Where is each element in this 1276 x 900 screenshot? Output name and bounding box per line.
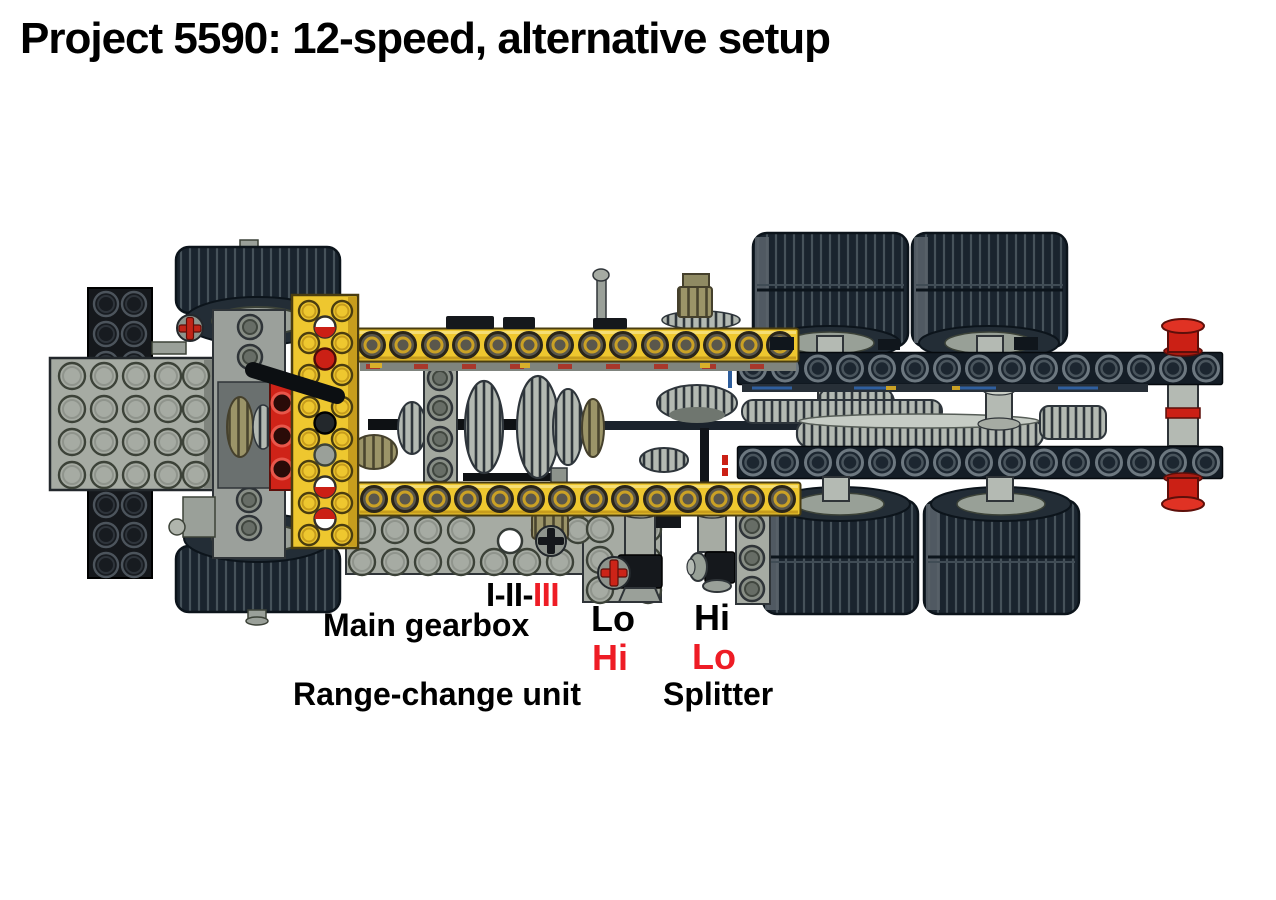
rear-axle-pulley-top <box>1161 318 1205 357</box>
range-hi-label: Hi <box>592 637 628 678</box>
gearbox-beams <box>356 329 801 516</box>
gearbox-speeds-red: III <box>532 576 560 613</box>
splitter-shifter <box>686 505 736 593</box>
gearbox-speeds-black: I-II- <box>486 576 533 613</box>
page-title: Project 5590: 12-speed, alternative setu… <box>20 14 831 63</box>
range-lo-label: Lo <box>591 598 635 639</box>
beam-top-details <box>446 273 1205 512</box>
main-gearbox-label: Main gearbox <box>323 607 530 643</box>
front-yellow-plate <box>290 293 360 550</box>
splitter-label: Splitter <box>663 676 774 712</box>
splitter-hi-label: Hi <box>694 597 730 638</box>
front-axle-pin <box>176 314 204 342</box>
front-wheel-bottom <box>174 512 342 626</box>
rear-wheels-bottom <box>735 476 1081 616</box>
gear-lever <box>245 362 345 404</box>
front-wheel-top <box>174 239 342 347</box>
engine-plate <box>48 356 220 492</box>
gearbox-speeds-label: I-II-III <box>486 576 560 613</box>
top-gear-knob <box>677 273 713 318</box>
splitter-lo-label: Lo <box>692 636 736 677</box>
gearbox-internals <box>350 268 1201 512</box>
rear-axle-pulley-bottom <box>1161 472 1205 512</box>
rear-frame-beams <box>738 353 1223 479</box>
front-red-beam <box>269 382 295 491</box>
range-change-unit-label: Range-change unit <box>293 676 582 712</box>
